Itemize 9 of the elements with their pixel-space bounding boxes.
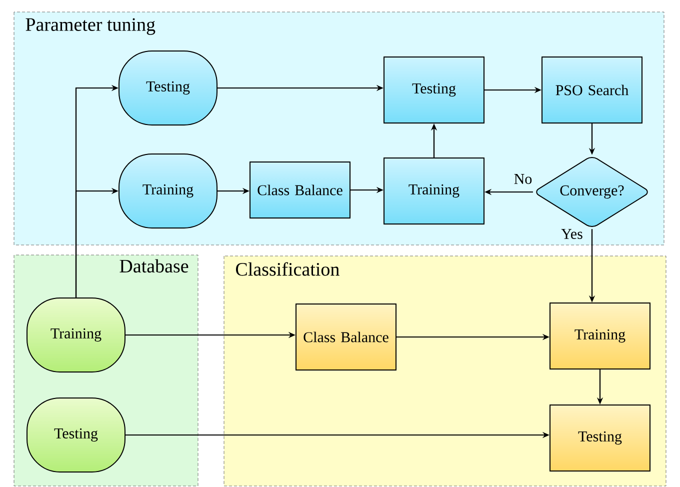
edge-label: Yes: [561, 229, 582, 239]
edge-label: No: [514, 174, 532, 184]
process-box: Class Balance: [296, 304, 396, 370]
process-box: Training: [384, 158, 484, 224]
process-box: Training: [550, 302, 650, 370]
process-box: PSO Search: [542, 56, 642, 124]
process-box: Testing: [384, 56, 484, 124]
process-box: Testing: [550, 404, 650, 472]
process-box: Class Balance: [250, 162, 350, 218]
